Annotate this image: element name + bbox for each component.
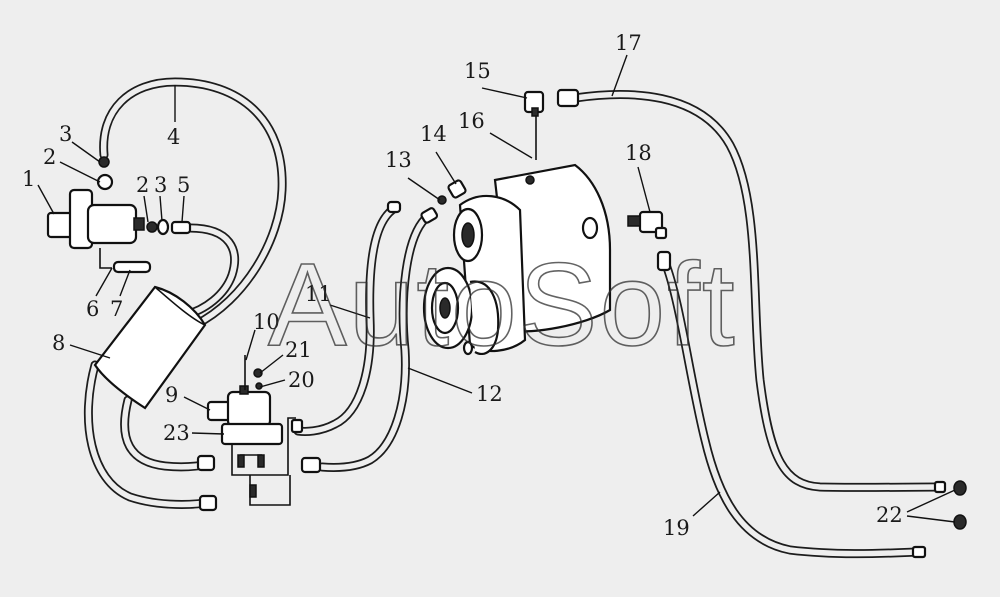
callout-12: 12 [476, 382, 503, 406]
fitting-part-17-end [556, 88, 580, 108]
callout-5: 5 [177, 173, 190, 197]
hose-11 [293, 203, 400, 436]
fitting-part-6-7 [99, 248, 152, 274]
callout-15: 15 [464, 59, 491, 83]
watermark-text: AutoSoft [268, 239, 737, 371]
callout-13: 13 [385, 148, 412, 172]
valve-part-1 [46, 156, 145, 250]
hose-lower-left-1 [83, 360, 217, 509]
plug-part-22 [911, 480, 967, 559]
callout-10: 10 [253, 310, 280, 334]
fitting-part-19-end [656, 250, 672, 272]
callout-2b: 2 [136, 173, 149, 197]
fitting-part-14 [420, 179, 467, 224]
hose-12 [317, 211, 433, 472]
callout-18: 18 [625, 141, 652, 165]
callout-17: 17 [615, 31, 642, 55]
callout-23: 23 [163, 421, 190, 445]
callout-3: 3 [59, 122, 72, 146]
callout-6: 6 [86, 297, 99, 321]
pump-assembly-part-16 [422, 115, 612, 356]
leader-lines [37, 54, 956, 523]
callout-4: 4 [167, 125, 180, 149]
fitting-part-11-end [386, 200, 402, 214]
callout-20: 20 [288, 368, 315, 392]
valve-block-part-9 [196, 355, 322, 512]
hose-19 [660, 257, 923, 559]
hose-17 [570, 90, 945, 492]
callout-14: 14 [420, 122, 447, 146]
callout-7: 7 [110, 297, 123, 321]
callout-19: 19 [663, 516, 690, 540]
callout-11: 11 [305, 282, 332, 306]
fitting-part-18 [627, 210, 668, 240]
filter-part-8 [93, 285, 207, 410]
callout-22: 22 [876, 503, 903, 527]
callout-8: 8 [52, 331, 65, 355]
callout-21: 21 [285, 338, 312, 362]
callout-2: 2 [43, 145, 56, 169]
callout-3b: 3 [154, 173, 167, 197]
hose-5 [180, 223, 240, 320]
callout-1: 1 [22, 167, 35, 191]
fitting-part-15 [523, 90, 545, 117]
callout-9: 9 [165, 383, 178, 407]
callout-16: 16 [458, 109, 485, 133]
callout-labels: 1 2 3 4 2 3 5 6 7 8 9 10 21 20 23 11 12 … [22, 31, 903, 540]
fitting-part-2-3-5 [146, 218, 192, 236]
